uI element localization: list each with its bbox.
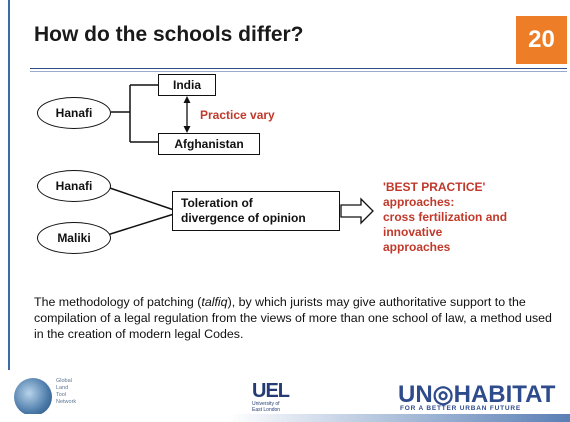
practice-arrow-head-down <box>183 126 191 133</box>
practice-vary-label: Practice vary <box>200 108 275 122</box>
left-border <box>8 0 10 370</box>
body-text-end: ), by which jurists may give authoritati… <box>34 295 552 341</box>
best-practice-line: cross fertilization and <box>383 210 508 224</box>
connector-lines <box>103 84 374 237</box>
connector-hanafi-2 <box>103 185 175 211</box>
connector-maliki <box>103 213 175 237</box>
best-practice-arrow <box>340 197 374 225</box>
best-practice-line: innovative <box>383 225 443 239</box>
body-text-italic: talfiq <box>201 295 228 309</box>
slide-title: How do the schools differ? <box>34 23 304 46</box>
toleration-box: Toleration of divergence of opinion <box>172 191 340 231</box>
globe-logo-icon <box>14 378 52 416</box>
best-practice-line: 'BEST PRACTICE' <box>383 180 486 194</box>
uel-logo-subtitle: University of East London <box>252 401 281 413</box>
best-practice-line: approaches <box>383 240 451 254</box>
un-habitat-logo: UN◎HABITAT <box>398 381 556 408</box>
body-text-start: The methodology of patching ( <box>34 295 202 309</box>
slide-number-badge: 20 <box>516 16 567 64</box>
hanafi-oval-2: Hanafi <box>37 170 111 202</box>
practice-arrow-head-up <box>183 96 191 103</box>
gltn-logo-text: Global Land Tool Network <box>56 378 77 405</box>
uel-logo: UEL <box>252 380 290 402</box>
title-rule <box>30 68 567 69</box>
body-paragraph: The methodology of patching (talfiq), by… <box>34 294 554 342</box>
india-box: India <box>158 74 216 96</box>
best-practice-text: 'BEST PRACTICE' approaches: cross fertil… <box>383 180 507 255</box>
un-habitat-tagline: FOR A BETTER URBAN FUTURE <box>400 405 521 412</box>
maliki-oval: Maliki <box>37 222 111 254</box>
footer-bar <box>0 414 570 422</box>
afghanistan-box: Afghanistan <box>158 133 260 155</box>
hanafi-oval: Hanafi <box>37 97 111 129</box>
best-practice-line: approaches: <box>383 195 455 209</box>
title-rule-thin <box>30 71 567 72</box>
